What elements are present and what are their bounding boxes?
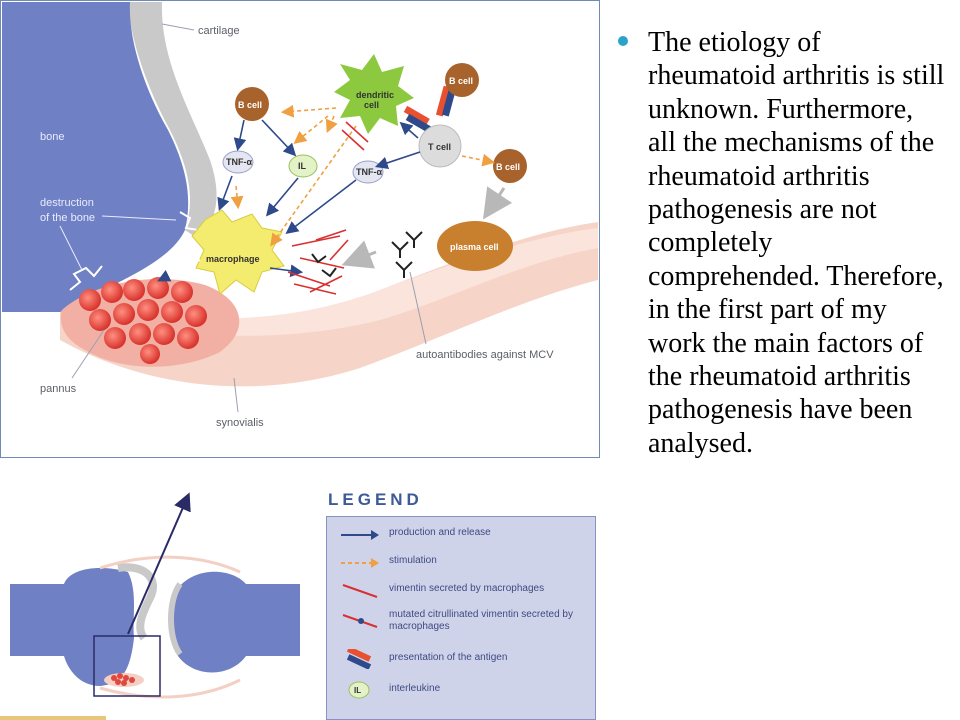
destruction-label-2: of the bone (40, 212, 95, 224)
production-arrows (157, 119, 421, 282)
il-1 (288, 154, 318, 178)
t-cell (418, 124, 462, 168)
plasma-cell (437, 221, 513, 271)
legend-item-mutated-vimentin: mutated citrullinated vimentin secreted … (327, 609, 595, 639)
interleukine-icon: IL (348, 681, 370, 699)
legend-label: stimulation (389, 555, 437, 566)
vimentin-strands (287, 121, 369, 295)
pannus-label: pannus (40, 383, 77, 395)
footer-strip (0, 716, 106, 720)
svg-text:IL: IL (354, 686, 361, 695)
synovialis-label: synovialis (216, 417, 264, 429)
b-cell-2-label: B cell (449, 76, 473, 86)
b-cell-3 (493, 149, 527, 183)
t-cell-label: T cell (428, 142, 451, 152)
legend-item-stimulation: stimulation (327, 551, 595, 575)
zoom-box (93, 635, 161, 697)
pannus-cells (60, 277, 240, 367)
bone-label: bone (40, 131, 64, 143)
legend-label: production and release (389, 527, 491, 538)
plasma-cell-label: plasma cell (450, 242, 499, 252)
b-cell-1 (235, 87, 269, 121)
legend-label: mutated citrullinated vimentin secreted … (389, 609, 573, 632)
bullet-point: The etiology of rheumatoid arthritis is … (618, 26, 948, 460)
il-1-label: IL (298, 161, 307, 171)
legend-item-interleukine: IL interleukine (327, 677, 595, 701)
ra-pathogenesis-diagram: macrophage B cell TNF-α IL dendritic cel… (0, 0, 600, 458)
stimulation-arrows (230, 104, 496, 247)
destruction-label-1: destruction (40, 197, 94, 209)
autoantibodies (311, 231, 423, 278)
legend-title: LEGEND (328, 490, 423, 509)
legend-box: production and release stimulation vimen… (326, 516, 596, 720)
legend-item-antigen: presentation of the antigen (327, 647, 595, 671)
tnf-1-label: TNF-α (226, 157, 252, 167)
bullet-text: The etiology of rheumatoid arthritis is … (648, 27, 945, 459)
antigen-presentation-icon (346, 649, 372, 669)
macrophage-label: macrophage (206, 254, 260, 264)
cartilage-region (128, 2, 217, 240)
legend-item-production: production and release (327, 523, 595, 547)
b-cell-2 (445, 63, 479, 97)
antigen-presentation (403, 105, 432, 133)
gray-arrows (341, 186, 513, 269)
legend-label: presentation of the antigen (389, 652, 508, 663)
pannus-mini (104, 673, 144, 687)
b-cell-1-label: B cell (238, 100, 262, 110)
bullet-dot-icon (618, 36, 628, 46)
autoantibodies-label: autoantibodies against MCV (416, 349, 554, 361)
tnf-2-label: TNF-α (356, 167, 382, 177)
joint-overview-diagram (10, 492, 300, 699)
legend: LEGEND production and release stimulatio… (322, 488, 600, 720)
cartilage-label: cartilage (198, 25, 240, 37)
dendritic-label-2: cell (364, 100, 379, 110)
legend-label: interleukine (389, 683, 441, 694)
zoom-arrow (127, 492, 191, 635)
legend-item-vimentin: vimentin secreted by macrophages (327, 579, 595, 603)
dendritic-label-1: dendritic (356, 90, 394, 100)
legend-label: vimentin secreted by macrophages (389, 583, 545, 594)
production-arrow-icon (341, 530, 379, 540)
dendritic-cell (334, 54, 414, 134)
macrophage-cell (191, 209, 285, 295)
mutated-vimentin-icon (342, 614, 378, 628)
bone-region (2, 2, 189, 312)
stimulation-arrow-icon (341, 558, 379, 568)
vimentin-line-icon (342, 584, 378, 598)
b-cell-3-label: B cell (496, 162, 520, 172)
